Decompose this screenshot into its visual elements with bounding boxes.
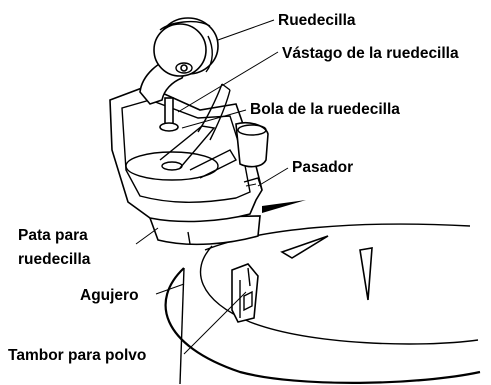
leader-lines bbox=[135, 19, 289, 355]
caster-foot bbox=[109, 83, 269, 246]
label-dust-drum: Tambor para polvo bbox=[8, 347, 146, 364]
label-caster-ball: Bola de la ruedecilla bbox=[250, 101, 400, 118]
fin-2 bbox=[280, 235, 329, 259]
dust-drum bbox=[164, 223, 481, 385]
drum-mounting-fins bbox=[262, 200, 373, 301]
label-caster: Ruedecilla bbox=[278, 12, 356, 29]
label-caster-foot-line1: Pata para bbox=[18, 227, 88, 244]
fin-3 bbox=[359, 247, 373, 301]
caster-wheel bbox=[139, 17, 219, 105]
label-hole: Agujero bbox=[80, 287, 139, 304]
fin-1 bbox=[262, 200, 306, 213]
label-caster-stem: Vástago de la ruedecilla bbox=[282, 45, 459, 62]
caster-stem-and-ball bbox=[159, 97, 179, 132]
label-caster-foot-line2: ruedecilla bbox=[18, 251, 91, 268]
caster-ball bbox=[159, 122, 179, 132]
label-pin: Pasador bbox=[292, 159, 353, 176]
caster-stem bbox=[164, 97, 174, 127]
